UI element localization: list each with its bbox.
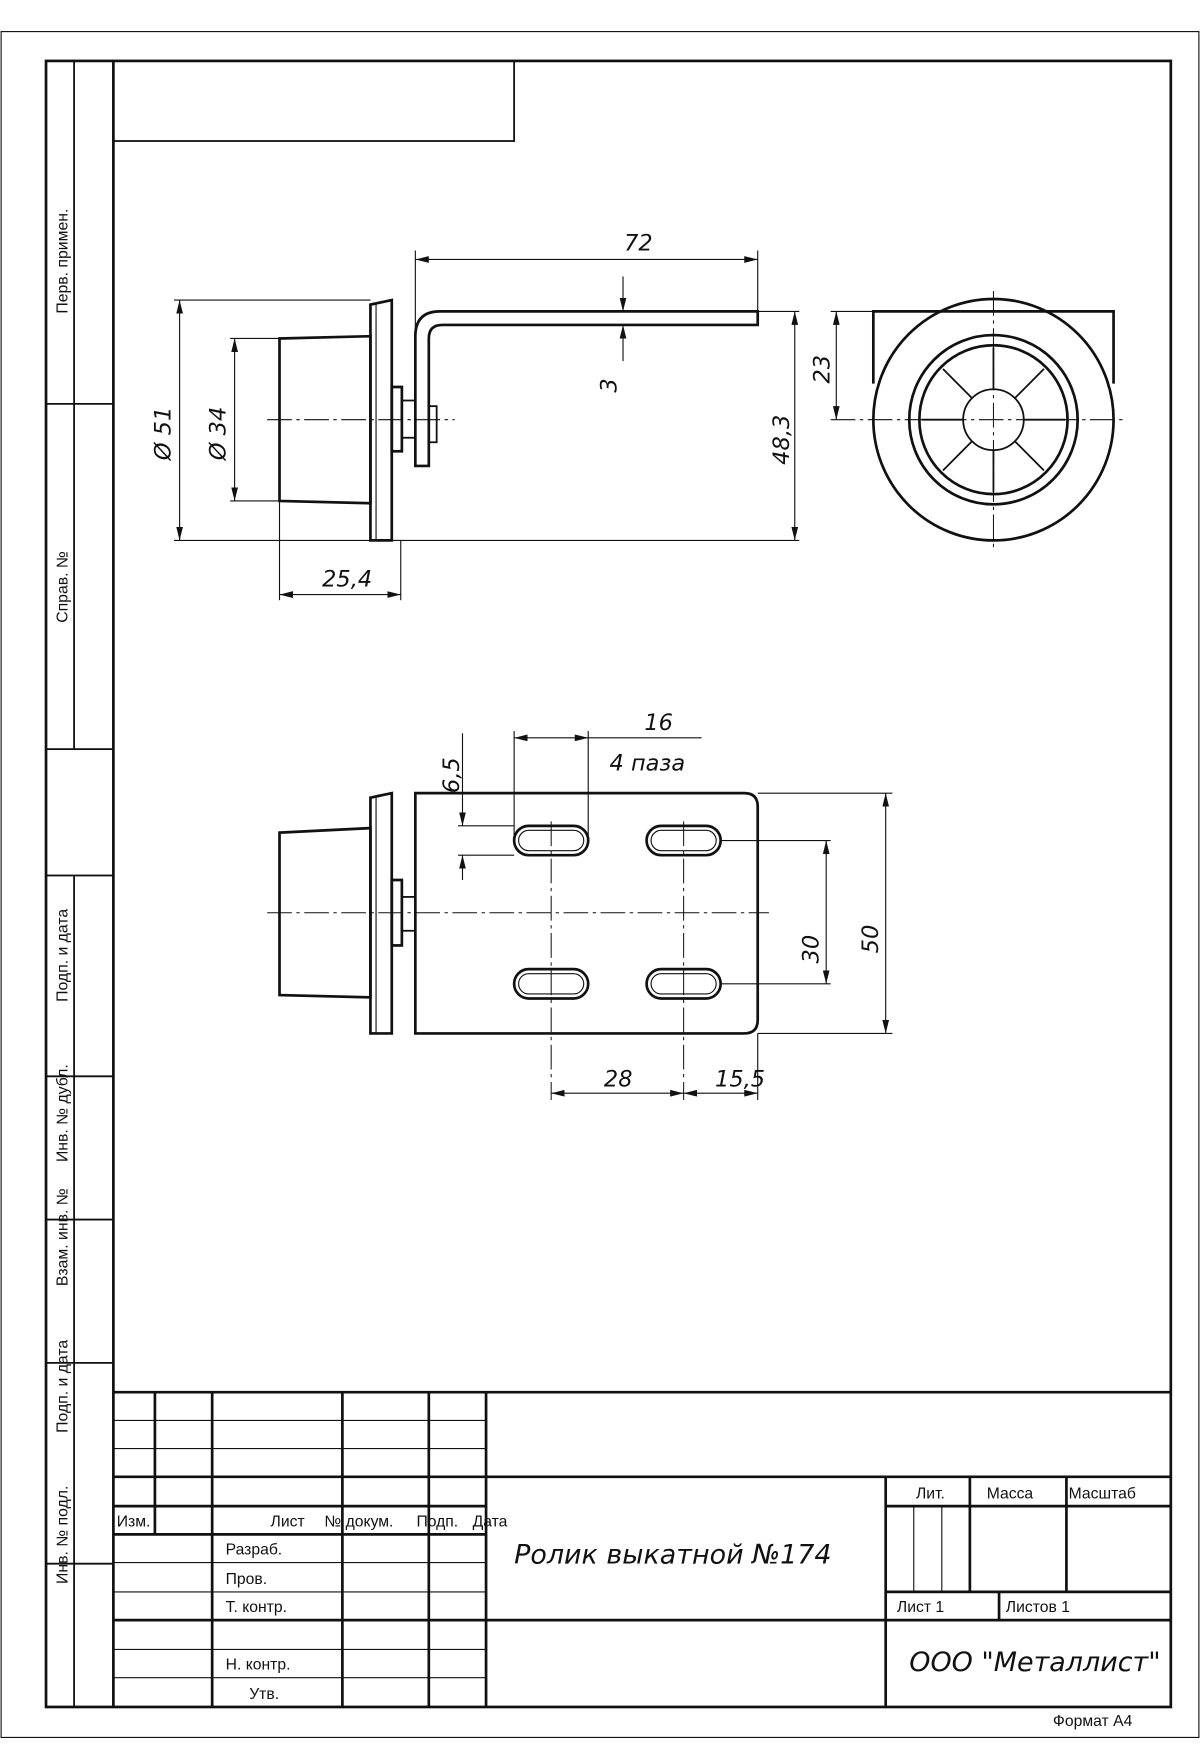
dim-height-48-3: 48,3 xyxy=(769,415,795,465)
title-block: Изм. Лист № докум. Подп. Дата Разраб. Пр… xyxy=(113,1390,1171,1730)
vzam-inv-label: Взам. инв. № xyxy=(54,1188,71,1286)
drawing-title: Ролик выкатной №174 xyxy=(514,1540,831,1571)
dim-width-25-4: 25,4 xyxy=(322,567,372,593)
dim-slot-width-6-5: 6,5 xyxy=(439,757,465,793)
dim-edge-15-5: 15,5 xyxy=(715,1066,765,1092)
front-view: Ø 51 Ø 34 72 3 48,3 25,4 xyxy=(151,230,800,601)
dim-height-50: 50 xyxy=(858,925,884,954)
prov-label: Пров. xyxy=(226,1571,267,1588)
podp-label: Подп. xyxy=(416,1513,458,1530)
roller-hub xyxy=(390,385,404,453)
roller-flange xyxy=(369,298,394,542)
sheet-number: Лист 1 xyxy=(897,1599,944,1616)
end-view: 23 xyxy=(810,291,1123,551)
dim-pitch-28: 28 xyxy=(604,1066,633,1092)
inv-dubl-label: Инв. № дубл. xyxy=(54,1064,71,1162)
bracket-plate xyxy=(413,791,760,1035)
podp-data-label: Подп. и дата xyxy=(54,909,71,1002)
n-kontr-label: Н. контр. xyxy=(226,1657,291,1674)
dim-slot-length-16: 16 xyxy=(644,710,673,736)
izm-label: Изм. xyxy=(117,1513,151,1530)
bracket xyxy=(413,310,760,468)
masshtab-label: Масштаб xyxy=(1069,1485,1136,1502)
perv-primen-label: Перв. примен. xyxy=(54,209,71,314)
sheet-frame xyxy=(0,31,1200,1738)
dim-pitch-30: 30 xyxy=(798,935,824,964)
sprav-no-label: Справ. № xyxy=(54,551,71,623)
massa-label: Масса xyxy=(987,1485,1034,1502)
dim-diameter-51: Ø 51 xyxy=(151,407,177,462)
slot-count-note: 4 паза xyxy=(610,751,686,777)
utv-label: Утв. xyxy=(249,1686,279,1703)
lit-label: Лит. xyxy=(916,1485,945,1502)
podp-data-label-2: Подп. и дата xyxy=(54,1340,71,1433)
t-kontr-label: Т. контр. xyxy=(226,1599,287,1616)
dim-length-72: 72 xyxy=(624,230,653,256)
company-name: ООО "Металлист" xyxy=(909,1647,1160,1678)
dim-thickness-3: 3 xyxy=(596,378,622,392)
top-left-box xyxy=(112,60,516,142)
format-label: Формат А4 xyxy=(1053,1713,1133,1730)
razrab-label: Разраб. xyxy=(226,1542,283,1559)
dim-height-23: 23 xyxy=(810,355,836,384)
inv-podl-label: Инв. № подл. xyxy=(54,1486,71,1584)
plan-view: 16 4 паза 6,5 30 50 28 15,5 xyxy=(267,710,893,1100)
side-strip: Перв. примен. Справ. № Подп. и дата Инв.… xyxy=(45,60,115,1708)
data-label: Дата xyxy=(473,1513,508,1530)
list-label: Лист xyxy=(271,1513,305,1530)
dim-diameter-34: Ø 34 xyxy=(206,407,232,462)
dokum-label: № докум. xyxy=(324,1513,393,1530)
mounting-slots xyxy=(512,824,723,1000)
sheet-count: Листов 1 xyxy=(1006,1599,1070,1616)
